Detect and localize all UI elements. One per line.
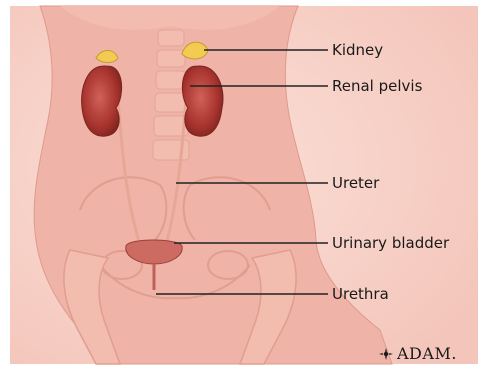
adam-logo-icon [378, 347, 394, 361]
adam-logo-text: ADAM. [397, 344, 457, 363]
label-renal-pelvis: Renal pelvis [332, 77, 422, 95]
label-ureter: Ureter [332, 174, 379, 192]
label-kidney: Kidney [332, 41, 383, 59]
label-urinary-bladder: Urinary bladder [332, 234, 449, 252]
adam-logo: ADAM. [378, 344, 457, 363]
right-kidney-shape [182, 66, 223, 136]
label-urethra: Urethra [332, 285, 389, 303]
left-kidney-shape [82, 66, 122, 136]
